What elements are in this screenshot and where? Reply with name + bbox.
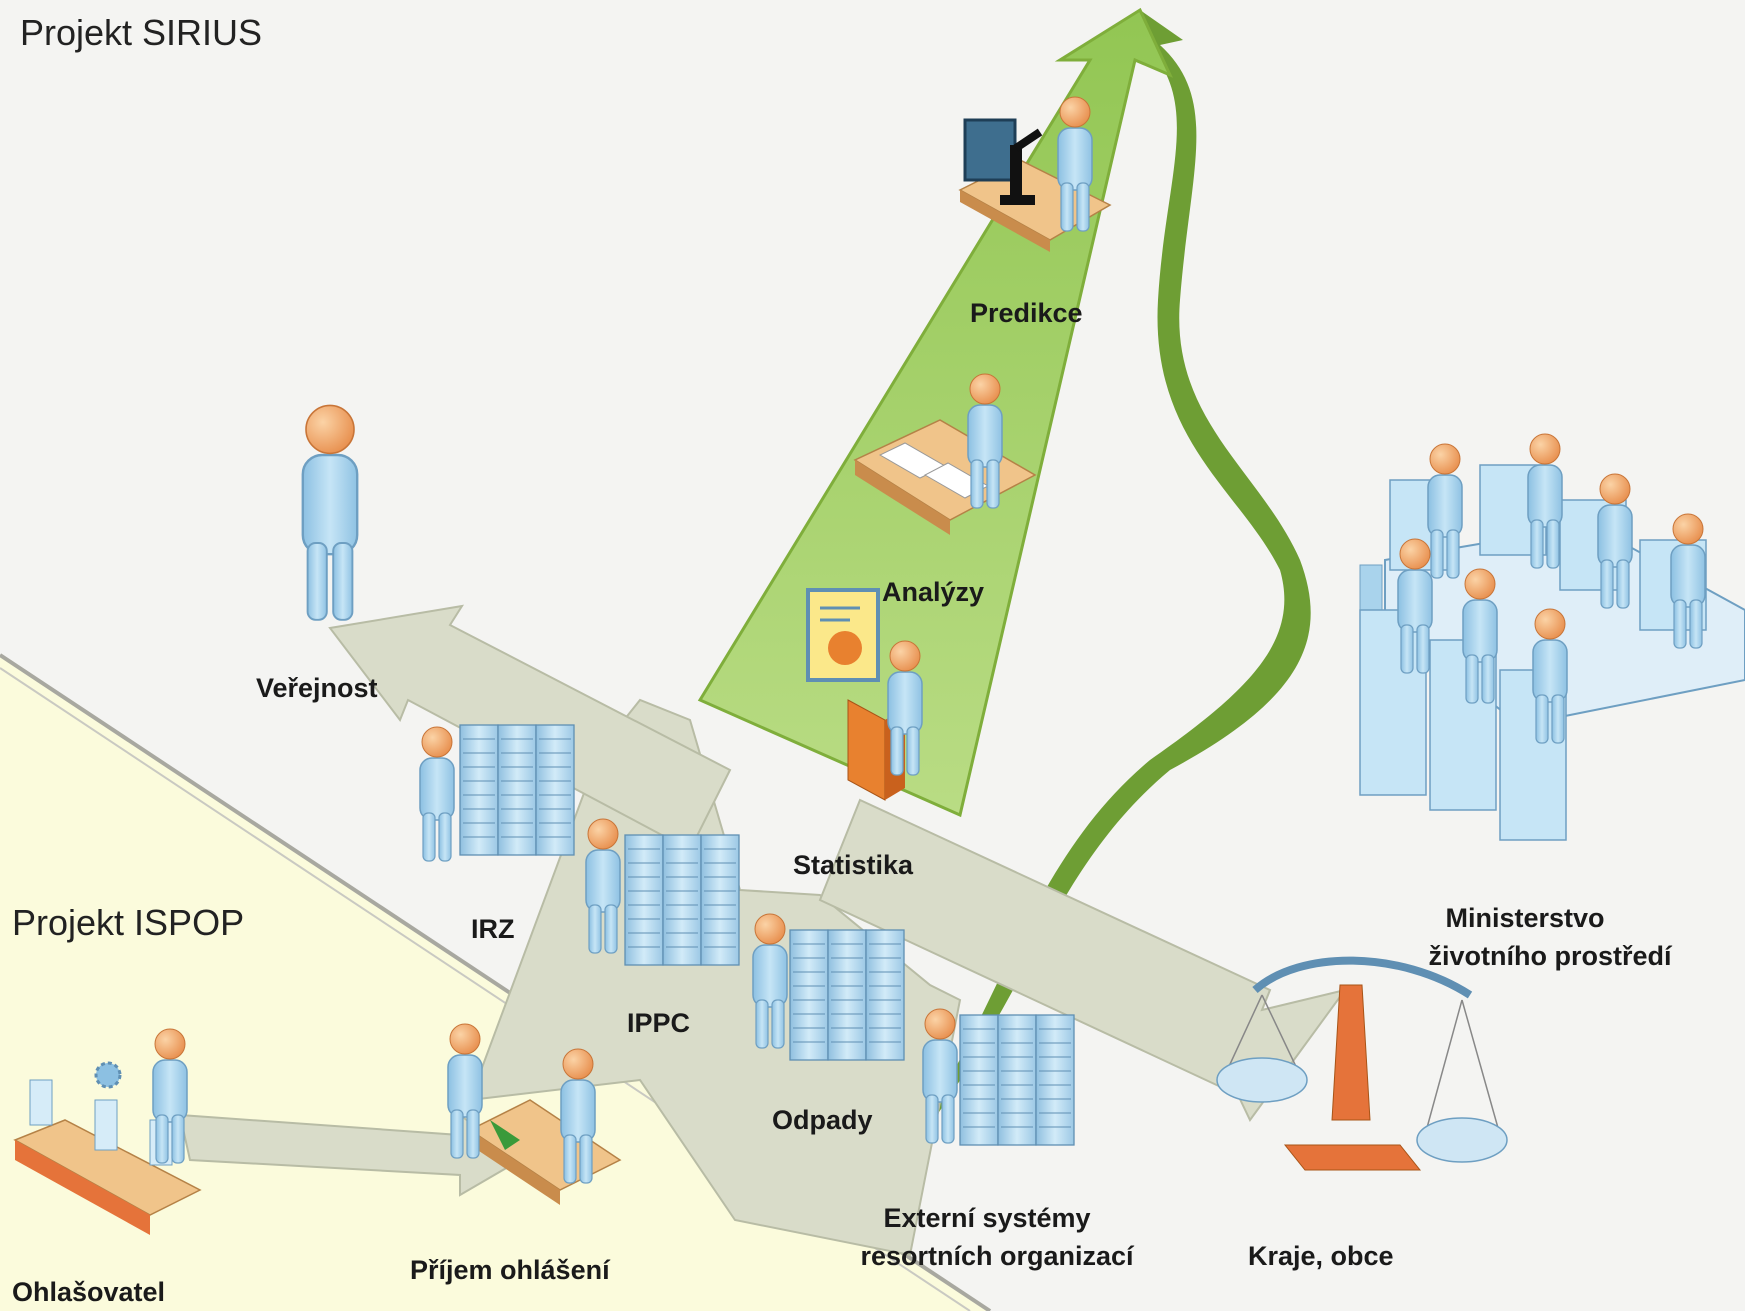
server-rack-icon bbox=[959, 1014, 1075, 1146]
node-label-prijem: Příjem ohlášení bbox=[410, 1255, 610, 1285]
server-rack-icon bbox=[624, 834, 740, 966]
node-label-irz: IRZ bbox=[471, 914, 515, 944]
person-icon bbox=[419, 726, 455, 862]
node-label-odpady: Odpady bbox=[772, 1105, 873, 1135]
node-label-kraje: Kraje, obce bbox=[1248, 1241, 1394, 1271]
node-label-verejnost: Veřejnost bbox=[256, 673, 378, 703]
region-title-ispop: Projekt ISPOP bbox=[12, 902, 245, 943]
person-icon bbox=[922, 1008, 958, 1144]
presentation-board-icon bbox=[806, 588, 880, 682]
node-label-externi-line1: Externí systémy bbox=[883, 1203, 1091, 1233]
server-rack-icon bbox=[789, 929, 905, 1061]
region-title-sirius: Projekt SIRIUS bbox=[20, 12, 263, 53]
server-rack-icon bbox=[459, 724, 575, 856]
node-label-mzp-line1: Ministerstvo bbox=[1445, 903, 1605, 933]
node-label-ohlasovatel: Ohlašovatel bbox=[12, 1277, 166, 1307]
node-label-predikce: Predikce bbox=[970, 298, 1083, 328]
node-label-mzp-line2: životního prostředí bbox=[1428, 941, 1672, 971]
sirius-main-arrow bbox=[697, 7, 1173, 818]
node-label-ippc: IPPC bbox=[627, 1008, 691, 1038]
node-label-statistika: Statistika bbox=[793, 850, 914, 880]
node-label-externi-line2: resortních organizací bbox=[860, 1241, 1134, 1271]
microscope-icon bbox=[1000, 128, 1043, 205]
scales-icon bbox=[1216, 956, 1508, 1171]
person-icon bbox=[301, 404, 359, 621]
node-label-analyzy: Analýzy bbox=[882, 577, 985, 607]
